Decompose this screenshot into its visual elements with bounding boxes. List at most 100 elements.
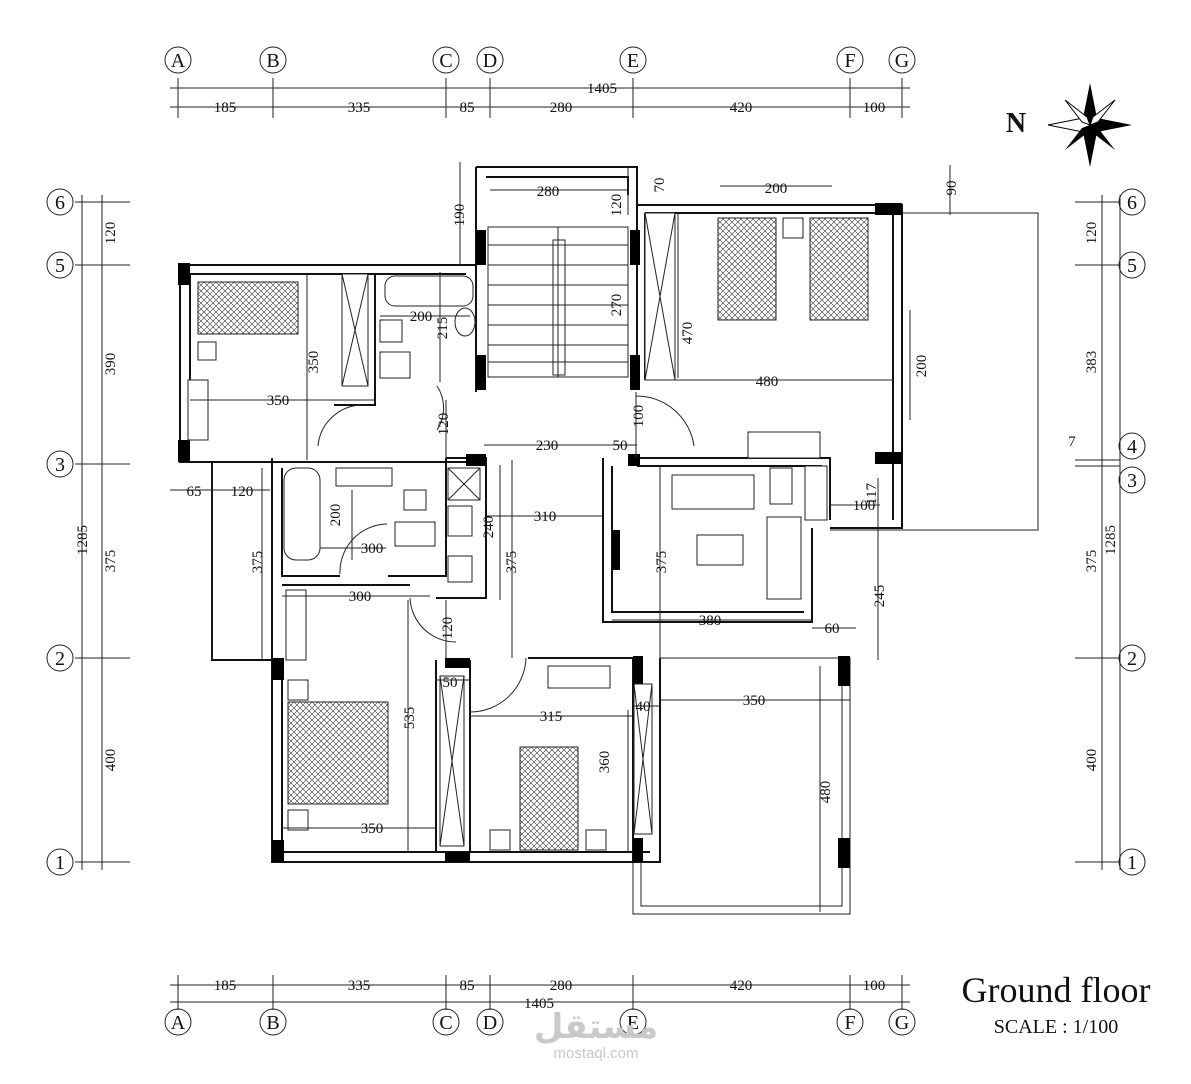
svg-text:375: 375 bbox=[504, 551, 520, 574]
svg-text:350: 350 bbox=[743, 693, 766, 709]
bathtub-icon bbox=[384, 275, 474, 307]
svg-text:280: 280 bbox=[550, 978, 573, 994]
staircase bbox=[487, 226, 629, 378]
svg-text:B: B bbox=[266, 50, 279, 72]
svg-text:1: 1 bbox=[1127, 852, 1137, 874]
furniture bbox=[187, 212, 869, 851]
grid-bubble-a: A bbox=[164, 46, 192, 74]
svg-text:375: 375 bbox=[1084, 550, 1100, 573]
svg-text:375: 375 bbox=[654, 551, 670, 574]
left-dimensions: 1285 120 390 375 400 bbox=[75, 195, 130, 870]
svg-text:390: 390 bbox=[103, 353, 119, 376]
svg-text:380: 380 bbox=[699, 613, 722, 629]
svg-text:400: 400 bbox=[103, 749, 119, 772]
svg-text:185: 185 bbox=[214, 978, 237, 994]
grid-bubble-b: B bbox=[259, 46, 287, 74]
grid-bubble-f: F bbox=[836, 46, 864, 74]
svg-text:2: 2 bbox=[1127, 648, 1137, 670]
bed-icon bbox=[519, 746, 579, 851]
svg-text:230: 230 bbox=[536, 438, 559, 454]
svg-text:60: 60 bbox=[825, 621, 840, 637]
svg-text:100: 100 bbox=[863, 978, 886, 994]
svg-text:215: 215 bbox=[435, 317, 451, 340]
columns bbox=[178, 203, 902, 868]
svg-text:3: 3 bbox=[55, 454, 65, 476]
svg-text:F: F bbox=[844, 50, 855, 72]
svg-text:E: E bbox=[627, 50, 639, 72]
svg-text:مستقل: مستقل bbox=[534, 1008, 658, 1046]
svg-text:F: F bbox=[844, 1012, 855, 1034]
svg-text:40: 40 bbox=[636, 699, 651, 715]
interior-dim-labels: 280 120 70 190 270 200 90 470 480 200 35… bbox=[187, 178, 961, 838]
bed-icon bbox=[717, 217, 777, 321]
svg-text:300: 300 bbox=[349, 589, 372, 605]
svg-text:C: C bbox=[439, 50, 452, 72]
svg-text:5: 5 bbox=[1127, 255, 1137, 277]
svg-text:120: 120 bbox=[609, 194, 625, 217]
svg-text:375: 375 bbox=[103, 550, 119, 573]
svg-text:420: 420 bbox=[730, 978, 753, 994]
svg-text:400: 400 bbox=[1084, 749, 1100, 772]
svg-text:120: 120 bbox=[440, 617, 456, 640]
svg-text:383: 383 bbox=[1084, 351, 1100, 374]
sofa-icon bbox=[766, 516, 802, 600]
svg-text:280: 280 bbox=[550, 100, 573, 116]
compass-rose-icon bbox=[1047, 83, 1132, 167]
svg-text:65: 65 bbox=[187, 484, 202, 500]
svg-text:200: 200 bbox=[410, 309, 433, 325]
svg-text:335: 335 bbox=[348, 978, 371, 994]
svg-text:280: 280 bbox=[537, 184, 560, 200]
svg-text:50: 50 bbox=[443, 675, 458, 691]
right-dimensions: 1285 120 383 7 375 400 bbox=[1068, 195, 1121, 870]
grid-bubble-c: C bbox=[432, 46, 460, 74]
svg-text:3: 3 bbox=[1127, 470, 1137, 492]
svg-text:100: 100 bbox=[863, 100, 886, 116]
svg-text:335: 335 bbox=[348, 100, 371, 116]
svg-text:310: 310 bbox=[534, 509, 557, 525]
north-label: N bbox=[1006, 108, 1026, 139]
grid-bubble-d: D bbox=[476, 46, 504, 74]
grid-bubbles-right: 6 5 4 3 2 1 bbox=[1118, 188, 1146, 876]
svg-text:185: 185 bbox=[214, 100, 237, 116]
svg-text:375: 375 bbox=[250, 551, 266, 574]
svg-text:B: B bbox=[266, 1012, 279, 1034]
svg-text:100: 100 bbox=[631, 405, 647, 428]
bed-icon bbox=[197, 281, 299, 335]
grid-bubbles-bottom: A B C D E F G bbox=[164, 1008, 916, 1036]
svg-text:480: 480 bbox=[818, 781, 834, 804]
svg-text:100: 100 bbox=[853, 498, 876, 514]
svg-text:2: 2 bbox=[55, 648, 65, 670]
top-dimensions: 1405 185 335 85 280 420 100 bbox=[170, 78, 910, 118]
svg-text:E: E bbox=[627, 1012, 639, 1034]
svg-text:240: 240 bbox=[481, 516, 497, 539]
svg-text:1285: 1285 bbox=[1103, 525, 1119, 555]
svg-text:200: 200 bbox=[914, 355, 930, 378]
bottom-dimensions: 185 335 85 280 420 100 1405 bbox=[170, 975, 910, 1012]
svg-text:6: 6 bbox=[55, 192, 65, 214]
svg-text:C: C bbox=[439, 1012, 452, 1034]
svg-text:6: 6 bbox=[1127, 192, 1137, 214]
svg-text:120: 120 bbox=[231, 484, 254, 500]
svg-text:245: 245 bbox=[872, 585, 888, 608]
bed-icon bbox=[809, 217, 869, 321]
svg-text:300: 300 bbox=[361, 541, 384, 557]
svg-text:mostaql.com: mostaql.com bbox=[553, 1045, 638, 1062]
svg-text:D: D bbox=[483, 50, 497, 72]
bed-icon bbox=[287, 701, 389, 805]
svg-text:70: 70 bbox=[652, 178, 668, 193]
svg-text:1: 1 bbox=[55, 852, 65, 874]
svg-text:85: 85 bbox=[460, 978, 475, 994]
svg-text:350: 350 bbox=[361, 821, 384, 837]
svg-text:A: A bbox=[171, 50, 186, 72]
svg-text:A: A bbox=[171, 1012, 186, 1034]
grid-bubble-e: E bbox=[619, 46, 647, 74]
svg-text:4: 4 bbox=[1127, 436, 1137, 458]
bathtub-icon bbox=[283, 467, 321, 561]
svg-text:190: 190 bbox=[452, 204, 468, 227]
svg-text:D: D bbox=[483, 1012, 497, 1034]
svg-text:350: 350 bbox=[306, 351, 322, 374]
interior-dim-lines bbox=[170, 162, 951, 912]
grid-bubbles-left: 6 5 3 2 1 bbox=[46, 188, 74, 876]
svg-text:120: 120 bbox=[436, 413, 452, 436]
